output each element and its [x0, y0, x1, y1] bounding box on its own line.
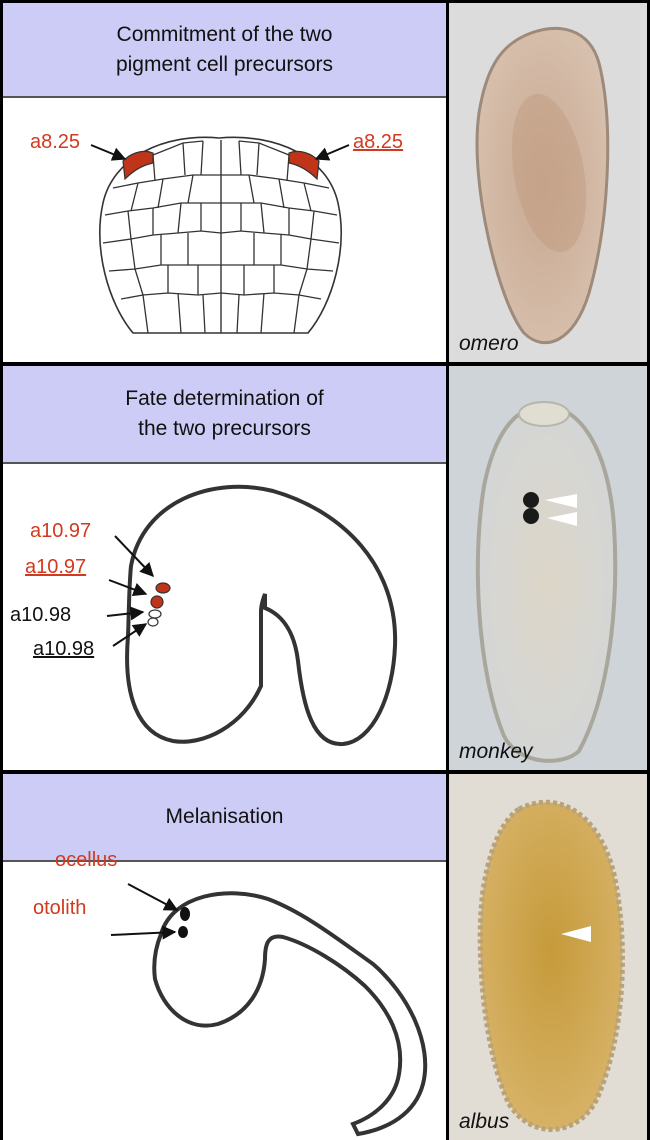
panel-melanisation: Melanisation ocellus otolith albus — [0, 771, 650, 1140]
label-ocellus: ocellus — [55, 849, 117, 872]
panel-melanisation-diagram-area: Melanisation ocellus otolith — [3, 774, 446, 1140]
photo-monkey: monkey — [449, 366, 647, 770]
a10-97-cell-1 — [156, 583, 170, 593]
label-otolith: otolith — [33, 897, 86, 920]
a10-98-cell-2 — [148, 618, 158, 626]
panel-commitment-diagram-area: Commitment of the two pigment cell precu… — [3, 3, 446, 362]
otolith-pigment — [178, 926, 188, 938]
embryo-photo-monkey — [449, 366, 647, 770]
panel-fate-determination: Fate determination of the two precursors… — [0, 363, 650, 773]
photo-albus: albus — [449, 774, 647, 1140]
a10-98-cell-1 — [149, 610, 161, 618]
strain-label-albus: albus — [459, 1110, 509, 1134]
label-a10-97-underlined: a10.97 — [25, 556, 86, 579]
pigment-spot — [523, 492, 539, 508]
label-a8-25-left: a8.25 — [30, 131, 80, 154]
label-a8-25-right: a8.25 — [353, 131, 403, 154]
embryo-photo-albus — [449, 774, 647, 1140]
a10-97-cell-2 — [151, 596, 163, 608]
photo-omero: omero — [449, 3, 647, 362]
ocellus-pigment — [180, 907, 190, 921]
strain-label-omero: omero — [459, 332, 519, 356]
embryo-photo-omero — [449, 3, 647, 362]
label-a10-98: a10.98 — [10, 604, 71, 627]
strain-label-monkey: monkey — [459, 740, 533, 764]
larva-diagram — [3, 774, 446, 1140]
embryo-cell-diagram — [3, 3, 446, 365]
panel-fate-diagram-area: Fate determination of the two precursors… — [3, 366, 446, 770]
label-a10-98-underlined: a10.98 — [33, 638, 94, 661]
pigment-spot — [523, 508, 539, 524]
panel-commitment: Commitment of the two pigment cell precu… — [0, 0, 650, 365]
label-a10-97: a10.97 — [30, 520, 91, 543]
